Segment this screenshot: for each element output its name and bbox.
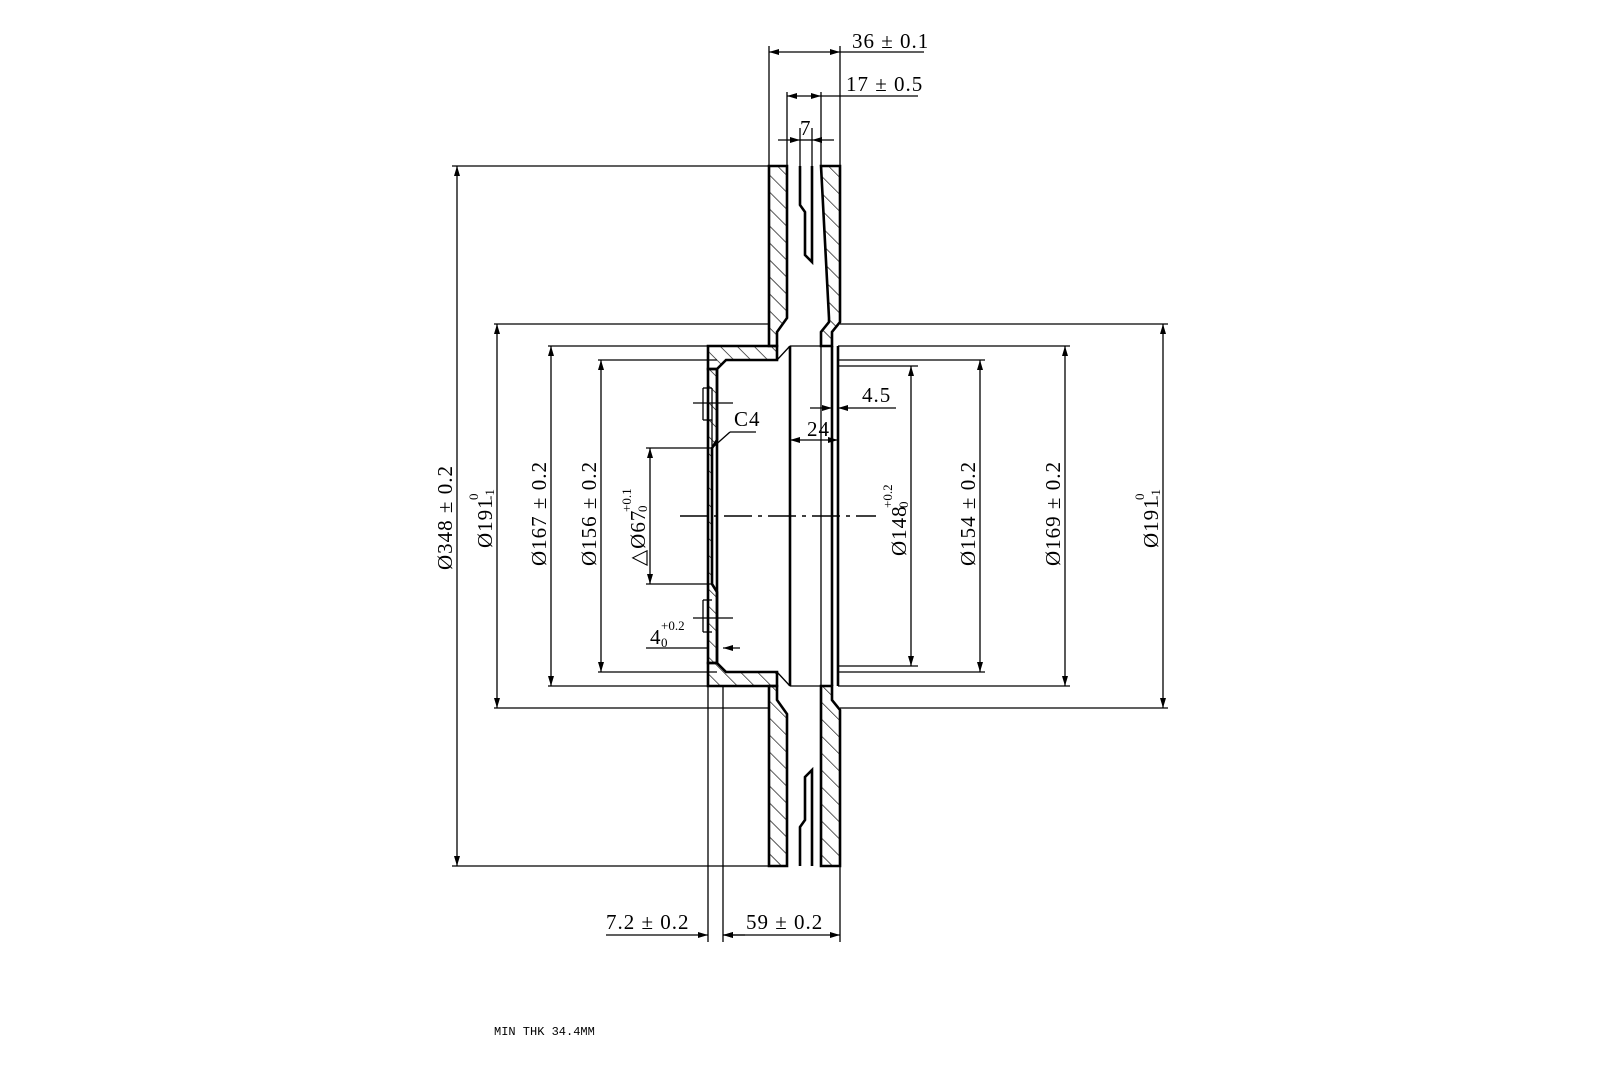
label-vane-gap: 7 (800, 116, 812, 140)
label-dia-191-right: Ø191 0 -1 (1132, 489, 1163, 548)
svg-text:Ø191: Ø191 (473, 497, 497, 548)
label-dia-169: Ø169 ± 0.2 (1041, 461, 1065, 566)
dimension-labels: 36 ± 0.1 17 ± 0.5 7 C4 4.5 24 Ø348 ± 0.2… (433, 29, 1163, 1039)
hat-wall-upper (706, 344, 779, 371)
label-hat-depth: 24 (807, 417, 830, 441)
label-chamfer: C4 (734, 407, 761, 431)
hat-wall-lower (706, 661, 779, 688)
svg-text:+0.2: +0.2 (880, 484, 895, 508)
label-flange-thickness: 7.2 ± 0.2 (606, 910, 690, 934)
label-dia-156: Ø156 ± 0.2 (577, 461, 601, 566)
svg-text:Ø191: Ø191 (1139, 497, 1163, 548)
label-hub-4: 4 +0.2 0 (650, 618, 685, 650)
svg-text:0: 0 (466, 494, 481, 501)
svg-text:△Ø67: △Ø67 (626, 510, 650, 566)
label-dia-167: Ø167 ± 0.2 (527, 461, 551, 566)
svg-text:0: 0 (635, 506, 650, 513)
svg-text:0: 0 (661, 635, 668, 650)
dimension-lines (454, 49, 1166, 938)
svg-text:-1: -1 (482, 489, 497, 500)
inner-plate-lower (819, 684, 842, 868)
svg-text:4: 4 (650, 625, 662, 649)
label-width-between-plates: 17 ± 0.5 (846, 72, 923, 96)
label-dia-154: Ø154 ± 0.2 (956, 461, 980, 566)
leader-c4 (711, 431, 731, 449)
label-dia-67: △Ø67 +0.1 0 (619, 488, 650, 566)
outer-plate-lower (767, 684, 789, 868)
label-dia-191-left: Ø191 0 -1 (466, 489, 497, 548)
extension-lines (452, 46, 1168, 942)
outer-plate-upper (767, 164, 789, 348)
label-hat-offset: 4.5 (862, 383, 891, 407)
label-hat-height: 59 ± 0.2 (746, 910, 823, 934)
disc-cross-section (680, 164, 876, 868)
inner-plate-upper (819, 164, 842, 348)
label-width-total: 36 ± 0.1 (852, 29, 929, 53)
label-dia-outer: Ø348 ± 0.2 (433, 465, 457, 570)
svg-text:+0.2: +0.2 (661, 618, 685, 633)
svg-text:0: 0 (896, 502, 911, 509)
min-thickness-note: MIN THK 34.4MM (494, 1025, 595, 1039)
svg-text:+0.1: +0.1 (619, 488, 634, 512)
label-dia-148: Ø148 +0.2 0 (880, 484, 911, 556)
svg-text:Ø148: Ø148 (887, 505, 911, 556)
svg-text:0: 0 (1132, 494, 1147, 501)
vane-slot-upper (798, 166, 814, 266)
svg-text:-1: -1 (1148, 489, 1163, 500)
vane-slot-lower (798, 766, 814, 866)
